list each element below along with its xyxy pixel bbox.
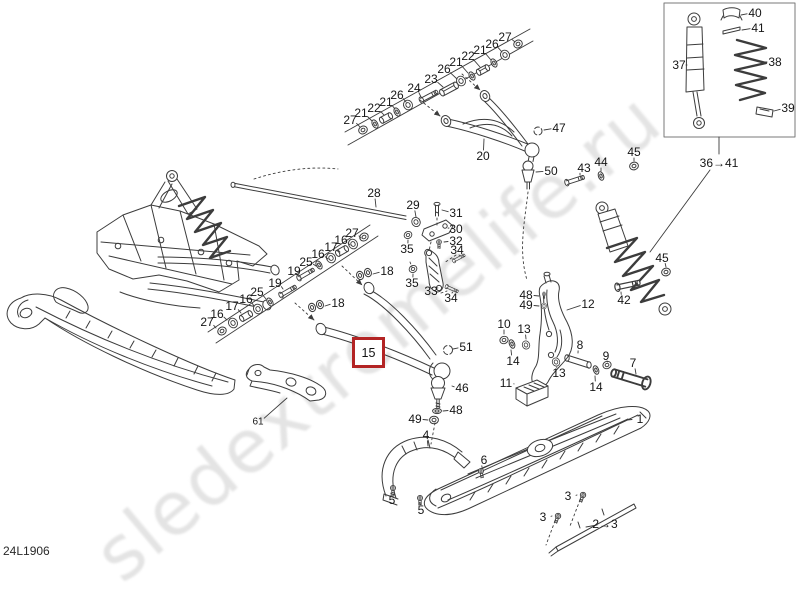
part-callout-26: 26 [485,37,498,51]
part-callout-17: 17 [225,299,238,313]
part-callout-27: 27 [200,315,213,329]
part-callout-49: 49 [408,412,421,426]
part-callout-49: 49 [519,298,532,312]
part-callout-41: 41 [751,21,764,35]
part-callout-39: 39 [781,101,794,115]
part-callout-8: 8 [577,338,584,352]
part-callout-1: 1 [637,412,644,426]
part-callout-5: 5 [389,493,396,507]
part-callout-24: 24 [407,81,420,95]
part-callout-48: 48 [449,403,462,417]
part-callout-47: 47 [552,121,565,135]
part-callout-33: 33 [424,284,437,298]
part-callout-50: 50 [544,164,557,178]
part-callout-44: 44 [594,155,607,169]
part-callout-23: 23 [424,72,437,86]
part-callout-20: 20 [476,149,489,163]
part-callout-38: 38 [768,55,781,69]
part-callout-7: 7 [630,356,637,370]
part-callout-19: 19 [268,276,281,290]
part-callout-9: 9 [603,349,610,363]
part-callout-35: 35 [400,242,413,256]
part-callout-6: 6 [481,453,488,467]
part-callout-34: 34 [444,291,457,305]
part-callout-43: 43 [577,161,590,175]
part-callout-18: 18 [331,296,344,310]
part-callout-34: 34 [450,243,463,257]
part-callout-10: 10 [497,317,510,331]
part-callout-45: 45 [627,145,640,159]
part-callout-37: 37 [672,58,685,72]
part-callout-45: 45 [655,251,668,265]
part-callout-27: 27 [345,226,358,240]
document-code: 24L1906 [3,544,50,558]
part-callout-35: 35 [405,276,418,290]
part-callout-13: 13 [517,322,530,336]
part-callout-12: 12 [581,297,594,311]
part-callout-13: 13 [552,366,565,380]
part-callout-3: 3 [565,489,572,503]
part-callout-14: 14 [589,380,602,394]
part-callout-36→41: 36→41 [700,156,739,170]
part-callout-42: 42 [617,293,630,307]
part-callout-16: 16 [311,247,324,261]
part-callout-5: 5 [418,503,425,517]
part-callout-3: 3 [540,510,547,524]
part-callout-14: 14 [506,354,519,368]
part-callout-40: 40 [748,6,761,20]
part-callout-4: 4 [423,428,430,442]
highlighted-callout-box: 15 [352,337,385,368]
part-callout-2→3: 2→3 [592,517,617,531]
part-callout-28: 28 [367,186,380,200]
part-callout-61: 61 [252,417,263,428]
part-callout-26: 26 [390,88,403,102]
part-callout-11: 11 [500,376,512,390]
part-callout-21: 21 [354,106,367,120]
part-callout-31: 31 [449,206,462,220]
part-callout-16: 16 [239,292,252,306]
part-callout-46: 46 [455,381,468,395]
part-callout-27: 27 [498,30,511,44]
part-callout-51: 51 [459,340,472,354]
highlighted-part-number: 15 [362,346,376,360]
part-callout-29: 29 [406,198,419,212]
part-callout-18: 18 [380,264,393,278]
